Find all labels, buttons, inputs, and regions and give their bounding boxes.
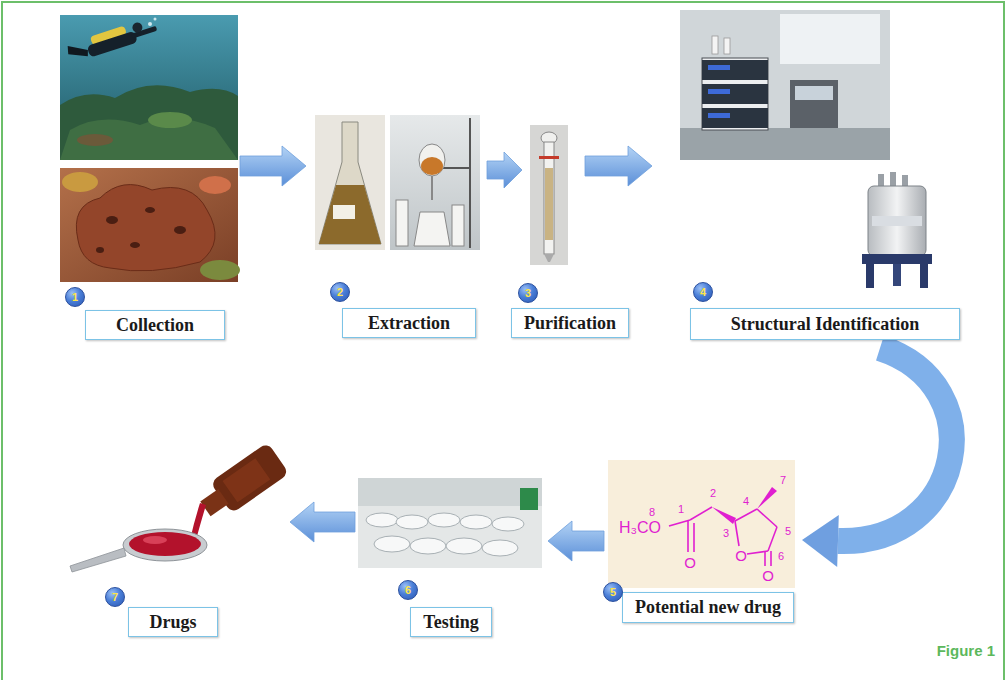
step-label: Testing <box>423 612 478 633</box>
step-label: Structural Identification <box>731 314 920 335</box>
step-label-box: Structural Identification <box>690 308 960 340</box>
block-arrow <box>487 152 522 188</box>
step-label: Drugs <box>149 612 196 633</box>
block-arrow <box>290 502 355 542</box>
atom-label: O <box>735 548 747 563</box>
step-number: 2 <box>337 286 343 298</box>
sponge-photo <box>60 168 240 282</box>
step-label-box: Extraction <box>342 308 476 338</box>
step-number: 3 <box>525 287 531 299</box>
atom-number: 3 <box>723 528 729 539</box>
separatory-funnel-photo <box>390 115 480 250</box>
step-number-circle: 3 <box>518 283 538 303</box>
atom-number: 6 <box>778 551 784 562</box>
column-photo <box>530 125 568 265</box>
step-number: 7 <box>112 591 118 603</box>
step-number: 1 <box>72 291 78 303</box>
flow-arrow <box>240 146 306 186</box>
block-arrow <box>585 146 652 186</box>
block-arrow <box>240 146 306 186</box>
diver-photo <box>60 15 238 160</box>
flow-arrow <box>585 146 652 186</box>
step-label: Extraction <box>368 313 450 334</box>
step-label-box: Drugs <box>128 607 218 637</box>
flow-arrow <box>802 348 952 567</box>
atom-number: 2 <box>710 488 716 499</box>
step-label-box: Potential new drug <box>622 592 794 623</box>
arrow-head <box>802 515 839 567</box>
flow-arrow <box>290 502 355 542</box>
flow-arrow <box>487 152 522 188</box>
atom-number: 7 <box>780 475 786 486</box>
step-number-circle: 1 <box>65 287 85 307</box>
step-number: 4 <box>700 286 706 298</box>
step-label-box: Purification <box>511 308 629 338</box>
step-label-box: Testing <box>410 607 492 637</box>
atom-number: 4 <box>743 496 749 507</box>
petri-dish-photo <box>358 478 542 568</box>
atom-label: O <box>762 568 774 583</box>
step-number-circle: 4 <box>693 282 713 302</box>
step-number-circle: 2 <box>330 282 350 302</box>
curved-arrow-body <box>838 348 952 541</box>
figure-caption: Figure 1 <box>937 642 995 659</box>
step-label: Collection <box>116 315 194 336</box>
flow-arrow <box>548 521 604 561</box>
atom-number: 5 <box>785 526 791 537</box>
atom-label: H₃CO <box>619 520 661 536</box>
structure-background <box>608 460 795 588</box>
step-number-circle: 5 <box>603 582 623 602</box>
step-label: Purification <box>524 313 616 334</box>
step-number-circle: 6 <box>398 580 418 600</box>
step-label-box: Collection <box>85 310 225 340</box>
atom-label: O <box>684 555 696 570</box>
hplc-photo <box>680 10 890 160</box>
block-arrow <box>548 521 604 561</box>
syrup-photo <box>65 442 289 575</box>
atom-number: 8 <box>649 507 655 518</box>
atom-number: 1 <box>678 504 684 515</box>
nmr-magnet-photo <box>845 170 950 295</box>
flask-photo <box>315 115 385 250</box>
step-number: 6 <box>405 584 411 596</box>
step-number: 5 <box>610 586 616 598</box>
step-label: Potential new drug <box>635 597 781 618</box>
step-number-circle: 7 <box>105 587 125 607</box>
